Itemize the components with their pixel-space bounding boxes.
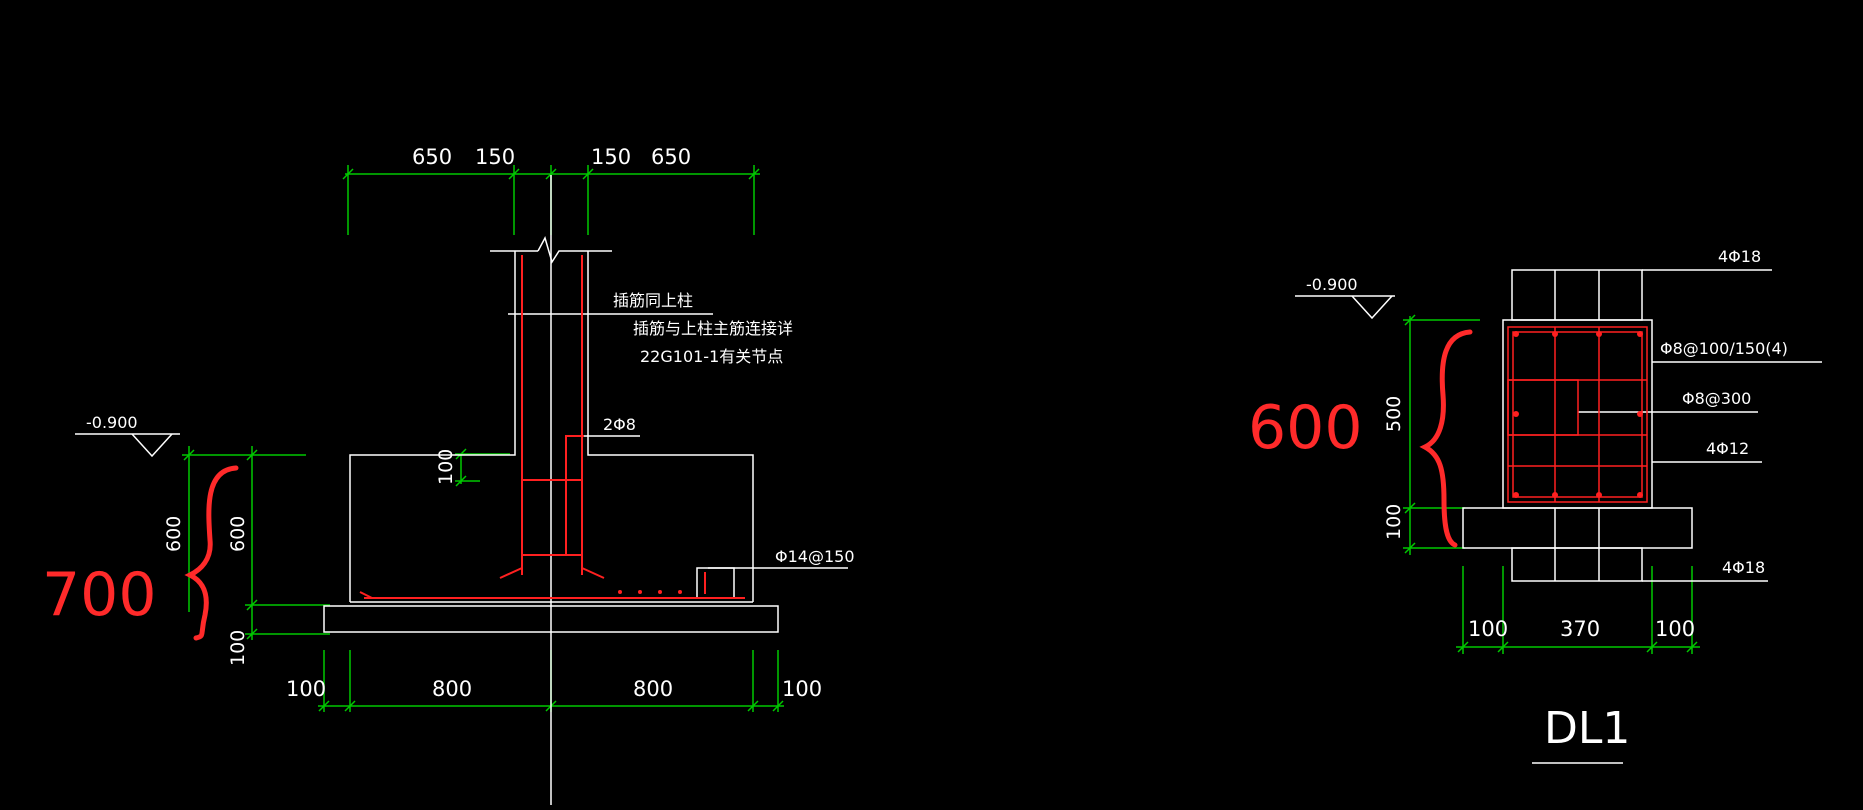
note-bottom-bar: Φ14@150: [775, 547, 855, 566]
footing-outline: [323, 175, 848, 805]
note-connection-line2: 22G101-1有关节点: [640, 347, 783, 366]
top-dimension-chain: [342, 165, 760, 235]
note-dowel: 插筋同上柱: [613, 291, 693, 310]
top-dim-650-left: 650: [412, 145, 452, 169]
elevation-marker-left: [75, 433, 180, 458]
stub-dim-100: 100: [435, 449, 457, 485]
note-connection-line1: 插筋与上柱主筋连接详: [633, 319, 793, 338]
left-dim-100: 100: [227, 630, 249, 666]
footing-rebar: [359, 255, 745, 599]
footing-section-detail: 650 150 150 650 100 800 800 100: [42, 145, 855, 805]
beam-bottom-dim-370: 370: [1560, 617, 1600, 641]
label-stirrup: Φ8@100/150(4): [1660, 339, 1788, 358]
beam-rebar: [1507, 326, 1648, 503]
beam-bottom-dim-100-left: 100: [1468, 617, 1508, 641]
beam-bar-dots: [1513, 331, 1643, 498]
elevation-marker-right: [1295, 295, 1395, 320]
beam-bottom-dim-100-right: 100: [1655, 617, 1695, 641]
elevation-label-right: -0.900: [1306, 275, 1358, 294]
label-top-bars: 4Φ18: [1718, 247, 1761, 266]
bottom-bar-dots: [618, 590, 682, 594]
beam-dimension-lines: [1403, 314, 1700, 654]
top-dim-150-right: 150: [591, 145, 631, 169]
bottom-dim-800-right: 800: [633, 677, 673, 701]
top-dim-650-right: 650: [651, 145, 691, 169]
handwritten-brace-left: [184, 465, 239, 641]
beam-title-dl1: DL1: [1544, 703, 1630, 754]
handwritten-600: 600: [1248, 393, 1363, 463]
beam-outline: [1462, 269, 1822, 582]
bottom-dim-800-left: 800: [432, 677, 472, 701]
left-dim-600-inner: 600: [227, 516, 249, 552]
left-dim-600-outer: 600: [163, 516, 185, 552]
beam-dim-500: 500: [1383, 396, 1405, 432]
elevation-label-left: -0.900: [86, 413, 138, 432]
bottom-dim-100-right: 100: [782, 677, 822, 701]
label-tie: Φ8@300: [1682, 389, 1751, 408]
beam-dim-100: 100: [1383, 504, 1405, 540]
label-bottom-bars: 4Φ18: [1722, 558, 1765, 577]
note-stirrup: 2Φ8: [603, 415, 636, 434]
label-side-bars: 4Φ12: [1706, 439, 1749, 458]
handwritten-700: 700: [42, 560, 157, 630]
bottom-dim-100-left: 100: [286, 677, 326, 701]
left-dimension-chain: [182, 446, 510, 640]
beam-section-dl1: -0.900 500 100 100 370 100: [1248, 247, 1822, 764]
handwritten-brace-right: [1419, 329, 1473, 548]
top-dim-150-left: 150: [475, 145, 515, 169]
